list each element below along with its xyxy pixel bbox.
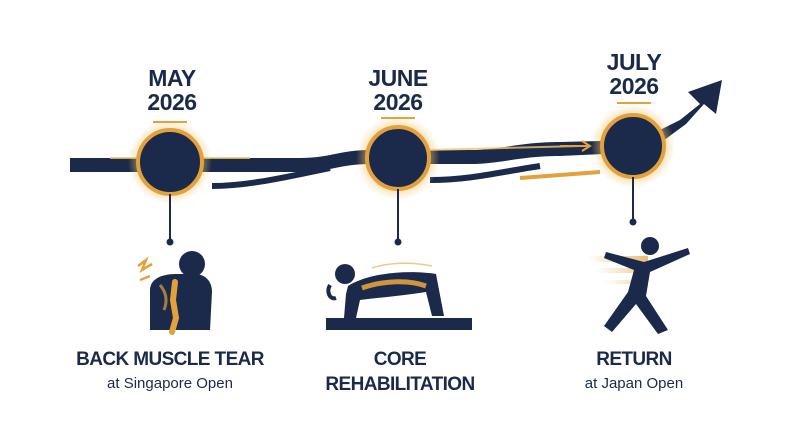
month-label: JUNE: [368, 65, 428, 91]
milestone-date-june: JUNE 2026: [328, 66, 468, 114]
milestone-node-june: [356, 116, 440, 246]
timeline-band: [70, 80, 722, 189]
milestone-node-july: [591, 104, 675, 226]
milestone-title: CORE: [373, 349, 427, 370]
milestone-subtitle: at Singapore Open: [107, 375, 233, 392]
date-underline: [617, 102, 651, 104]
milestone-node-may: [128, 120, 212, 246]
date-underline: [153, 121, 187, 123]
milestone-date-july: JULY 2026: [564, 50, 704, 98]
milestone-title: RETURN: [596, 349, 672, 370]
year-label: 2026: [147, 89, 197, 115]
year-label: 2026: [609, 73, 659, 99]
month-label: MAY: [148, 65, 196, 91]
milestone-title-line2: REHABILITATION: [325, 374, 475, 395]
milestone-title: BACK MUSCLE TEAR: [76, 349, 264, 370]
milestone-date-may: MAY 2026: [102, 66, 242, 114]
injured-back-icon: [137, 251, 212, 335]
athlete-running-icon: [588, 237, 690, 334]
month-label: JULY: [606, 49, 662, 75]
plank-exercise-icon: [326, 262, 472, 330]
year-label: 2026: [373, 89, 423, 115]
date-underline: [381, 117, 415, 119]
milestone-subtitle: at Japan Open: [584, 375, 684, 392]
